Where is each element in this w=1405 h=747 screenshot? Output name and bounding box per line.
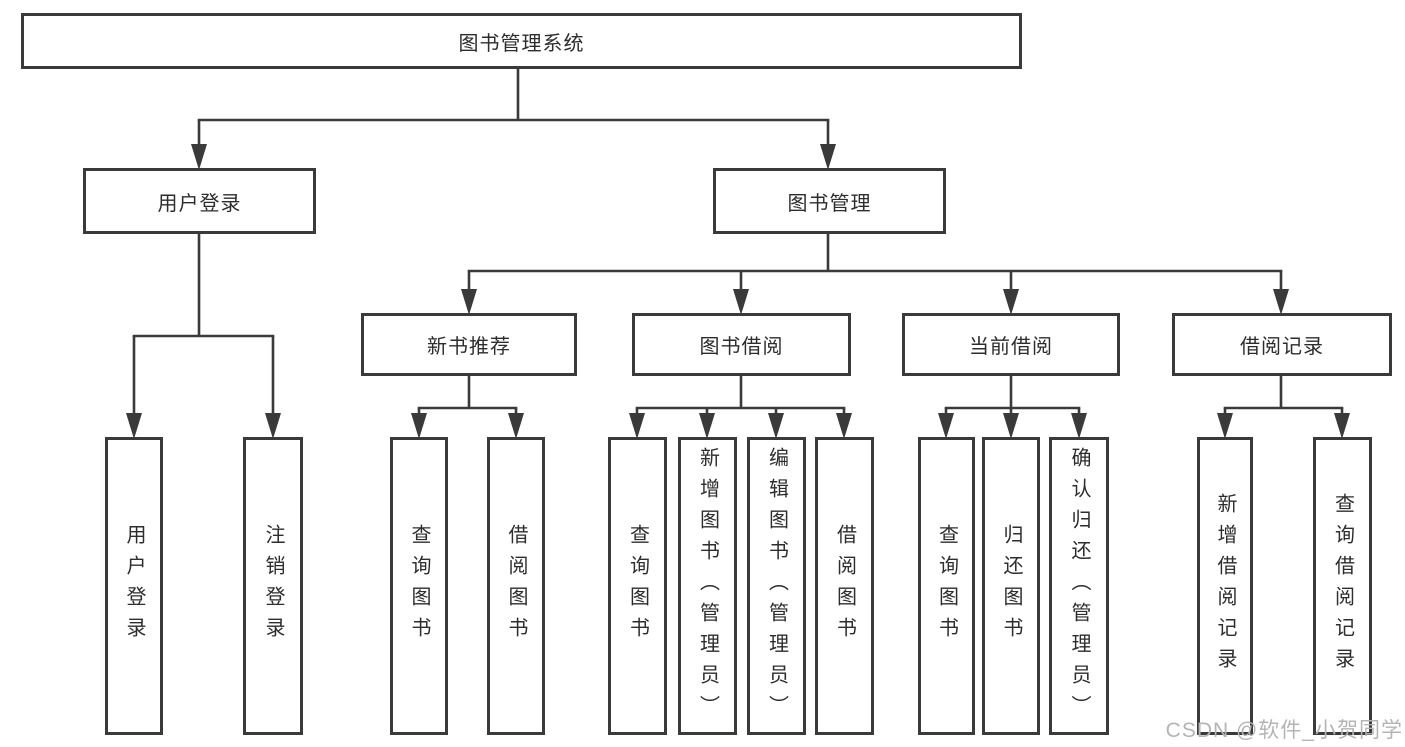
node-label: 查询借阅记录 — [1331, 493, 1354, 679]
node-label: 确认归还（管理员） — [1068, 446, 1090, 726]
node-root-system: 图书管理系统 — [21, 13, 1022, 69]
node-user-login-module: 用户登录 — [83, 168, 316, 234]
node-label: 新增借阅记录 — [1214, 493, 1236, 679]
node-label: 注销登录 — [262, 524, 284, 648]
node-borrowing-records: 借阅记录 — [1172, 313, 1392, 376]
node-label: 查询图书 — [408, 524, 430, 648]
node-label: 新书推荐 — [427, 336, 511, 358]
node-leaf-edit-book-admin: 编辑图书（管理员） — [747, 437, 806, 735]
node-leaf-logout: 注销登录 — [243, 437, 303, 735]
node-label: 归还图书 — [1000, 524, 1022, 648]
node-label: 图书管理 — [787, 192, 872, 215]
node-leaf-query-borrow-record: 查询借阅记录 — [1313, 437, 1372, 735]
node-current-borrowing: 当前借阅 — [902, 313, 1120, 376]
node-leaf-add-borrow-record: 新增借阅记录 — [1197, 437, 1253, 735]
node-label: 图书借阅 — [699, 336, 784, 358]
node-new-book-recommend: 新书推荐 — [361, 313, 577, 376]
node-label: 用户登录 — [157, 192, 242, 215]
node-leaf-confirm-return-admin: 确认归还（管理员） — [1049, 437, 1109, 735]
node-leaf-user-login: 用户登录 — [105, 437, 163, 735]
node-leaf-newrec-borrow-books: 借阅图书 — [487, 437, 545, 735]
node-label: 查询图书 — [626, 524, 649, 648]
node-label: 当前借阅 — [969, 336, 1053, 358]
csdn-watermark: CSDN @软件_小贺同学 — [1165, 719, 1403, 742]
node-label: 用户登录 — [123, 524, 145, 648]
node-book-borrowing: 图书借阅 — [632, 313, 851, 376]
node-label: 借阅图书 — [833, 524, 856, 648]
node-leaf-current-query-books: 查询图书 — [918, 437, 975, 735]
node-label: 编辑图书（管理员） — [765, 446, 788, 726]
node-leaf-borrow-borrow-books: 借阅图书 — [815, 437, 874, 735]
node-book-management-module: 图书管理 — [713, 168, 946, 234]
node-label: 新增图书（管理员） — [696, 446, 719, 726]
node-leaf-return-books: 归还图书 — [982, 437, 1040, 735]
node-label: 查询图书 — [935, 524, 958, 648]
node-label: 借阅图书 — [505, 524, 527, 648]
node-leaf-borrow-query-books: 查询图书 — [608, 437, 667, 735]
node-leaf-newrec-query-books: 查询图书 — [390, 437, 448, 735]
node-leaf-add-book-admin: 新增图书（管理员） — [678, 437, 737, 735]
node-label: 图书管理系统 — [458, 32, 585, 55]
node-label: 借阅记录 — [1240, 336, 1324, 358]
